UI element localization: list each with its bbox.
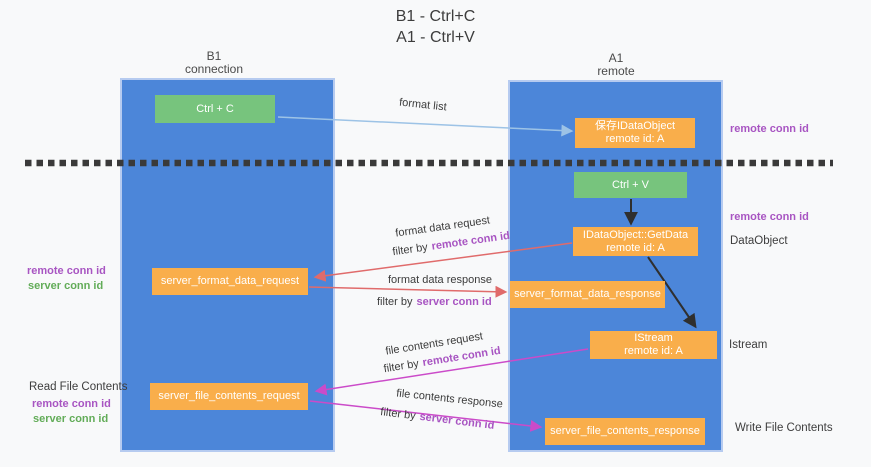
remote-conn-id-label: remote conn id (32, 398, 111, 410)
format-data-response-arrow (308, 285, 508, 298)
istream-line1: IStream (634, 332, 673, 344)
save-idataobject-node: 保存IDataObject remote id: A (575, 118, 695, 148)
lane-b1-title: B1 (206, 49, 222, 63)
title-line-ctrl-c: B1 - Ctrl+C (395, 8, 476, 25)
save-idataobject-line2: remote id: A (605, 133, 665, 145)
read-file-contents-label: Read File Contents (29, 381, 128, 393)
filter-by-text: filter by (379, 406, 417, 423)
diagram-title: B1 - Ctrl+C A1 - Ctrl+V (0, 6, 871, 48)
server-file-contents-request-node: server_file_contents_request (150, 383, 308, 410)
server-conn-id-inline: server conn id (416, 296, 492, 308)
ctrl-v-label: Ctrl + V (612, 178, 649, 191)
getdata-line1: IDataObject::GetData (582, 228, 689, 241)
ctrl-c-node: Ctrl + C (155, 95, 275, 123)
lane-header-b1: B1 connection (106, 50, 322, 76)
remote-conn-id-inline: remote conn id (430, 229, 511, 253)
server-conn-id-label: server conn id (28, 280, 104, 292)
istream-node: IStream remote id: A (590, 331, 717, 359)
istream-line2: remote id: A (624, 345, 683, 357)
ctrl-v-node: Ctrl + V (574, 172, 687, 198)
lane-a1-subtitle: remote (597, 64, 635, 78)
ctrl-c-label: Ctrl + C (196, 102, 234, 115)
remote-conn-id-label: remote conn id (730, 123, 809, 135)
lane-header-a1: A1 remote (508, 52, 724, 78)
server-conn-id-inline: server conn id (418, 410, 495, 432)
remote-conn-id-label: remote conn id (27, 265, 106, 277)
title-line-ctrl-v: A1 - Ctrl+V (396, 29, 475, 46)
server-file-contents-response-node: server_file_contents_response (545, 418, 705, 445)
remote-conn-id-label: remote conn id (730, 211, 809, 223)
server-file-contents-request-label: server_file_contents_request (158, 390, 300, 402)
format-list-label: format list (398, 96, 448, 114)
save-idataobject-line1: 保存IDataObject (594, 120, 676, 132)
idataobject-getdata-node: IDataObject::GetData remote id: A (573, 227, 698, 256)
server-format-data-request-node: server_format_data_request (152, 268, 308, 295)
istream-side-label: Istream (729, 339, 768, 351)
server-format-data-response-label: server_format_data_response (514, 288, 661, 300)
filter-by-text: filter by (382, 357, 420, 376)
filter-by-text: filter by (377, 296, 413, 308)
dataobject-label: DataObject (730, 235, 788, 247)
file-contents-response-label: file contents response (395, 387, 504, 411)
write-file-contents-label: Write File Contents (735, 422, 833, 434)
filter-by-text: filter by (391, 241, 429, 259)
server-format-data-request-label: server_format_data_request (160, 275, 300, 287)
lane-a1-title: A1 (608, 51, 624, 65)
server-file-contents-response-label: server_file_contents_response (550, 425, 700, 437)
getdata-line2: remote id: A (606, 241, 665, 254)
format-data-response-label: format data response (388, 274, 492, 286)
lane-b1-subtitle: connection (184, 62, 244, 76)
server-conn-id-label: server conn id (33, 413, 109, 425)
server-format-data-response-node: server_format_data_response (510, 281, 665, 308)
